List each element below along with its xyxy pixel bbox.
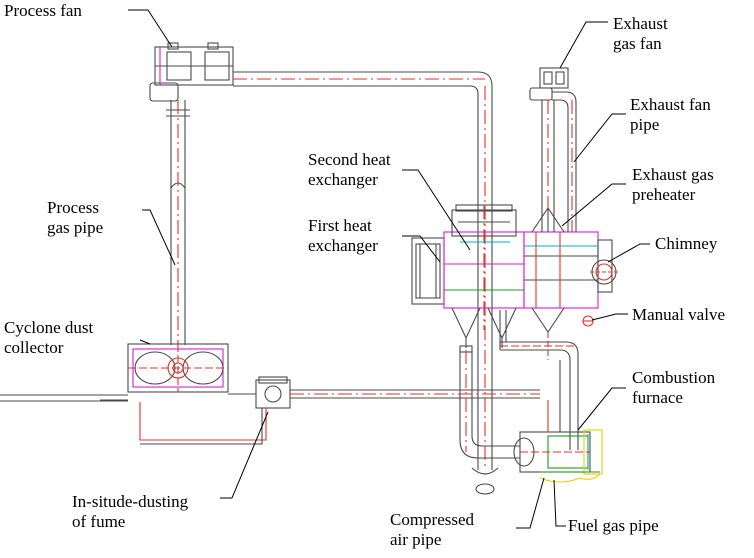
combustion-furnace (513, 360, 603, 483)
label-second-hx-line1: Second heat (308, 150, 391, 169)
label-cyclone-line1: Cyclone dust (4, 318, 94, 337)
label-preheater-line1: Exhaust gas (632, 165, 714, 184)
process-gas-pipe (166, 100, 190, 345)
leader-manual-valve (591, 313, 628, 321)
label-compressed-air-line2: air pipe (390, 530, 442, 549)
label-manual-valve: Manual valve (632, 305, 725, 325)
label-second-hx-line2: exchanger (308, 170, 378, 189)
exhaust-gas-fan (529, 67, 569, 101)
label-combustion-line2: furnace (632, 388, 683, 407)
leader-fuel-gas-pipe (553, 479, 566, 527)
leader-process-gas-pipe (142, 209, 176, 266)
process-fan-duct (233, 71, 499, 495)
leader-compressed-air (516, 477, 545, 529)
leader-cyclone (139, 339, 151, 345)
leader-chimney (607, 243, 650, 263)
label-first-heat-exchanger: First heat exchanger (308, 216, 378, 256)
label-exhaust-gas-preheater: Exhaust gas preheater (632, 165, 714, 205)
exhaust-fan-pipe (541, 91, 577, 232)
leader-first-hx (402, 235, 441, 263)
label-combustion-line1: Combustion (632, 368, 716, 387)
label-first-hx-line1: First heat (308, 216, 372, 235)
label-cyclone-line2: collector (4, 338, 64, 357)
label-compressed-air-pipe: Compressed air pipe (390, 510, 474, 550)
label-combustion-furnace: Combustion furnace (632, 368, 715, 408)
leader-second-hx (402, 169, 471, 251)
label-process-gas-pipe-line2: gas pipe (47, 218, 104, 237)
leader-preheater (561, 183, 626, 227)
label-in-situ-line1: In-situde-dusting (72, 492, 189, 511)
label-exhaust-gas-fan-line1: Exhaust (613, 14, 668, 33)
manual-valve (582, 315, 594, 327)
label-process-fan: Process fan (4, 1, 82, 21)
label-fuel-gas-pipe: Fuel gas pipe (568, 516, 659, 536)
cyclone-collector (0, 343, 229, 402)
label-in-situ-line2: of fume (72, 512, 126, 531)
connecting-ducts (459, 310, 579, 459)
label-chimney: Chimney (655, 234, 717, 254)
heat-exchanger-unit (411, 204, 525, 353)
process-fan-unit (149, 42, 234, 102)
label-fuel-gas-pipe-text: Fuel gas pipe (568, 516, 659, 535)
label-exhaust-fan-pipe-line1: Exhaust fan (630, 95, 711, 114)
label-process-fan-text: Process fan (4, 1, 82, 20)
label-first-hx-line2: exchanger (308, 236, 378, 255)
leader-exhaust-gas-fan (559, 21, 608, 69)
label-process-gas-pipe: Process gas pipe (47, 198, 103, 238)
label-exhaust-fan-pipe-line2: pipe (630, 115, 660, 134)
label-exhaust-fan-pipe: Exhaust fan pipe (630, 95, 711, 135)
label-preheater-line2: preheater (632, 185, 696, 204)
label-compressed-air-line1: Compressed (390, 510, 475, 529)
leader-process-fan (128, 9, 173, 48)
label-exhaust-gas-fan-line2: gas fan (613, 34, 662, 53)
leader-combustion (577, 387, 626, 431)
label-cyclone-dust-collector: Cyclone dust collector (4, 318, 93, 358)
label-chimney-text: Chimney (655, 234, 718, 253)
chimney (590, 259, 618, 285)
label-exhaust-gas-fan: Exhaust gas fan (613, 14, 668, 54)
label-second-heat-exchanger: Second heat exchanger (308, 150, 391, 190)
leader-exhaust-fan-pipe (573, 113, 626, 163)
label-process-gas-pipe-line1: Process (47, 198, 99, 217)
leader-in-situ (220, 411, 269, 499)
leader-lines (128, 9, 650, 529)
label-manual-valve-text: Manual valve (632, 305, 725, 324)
label-in-situ-dedusting: In-situde-dusting of fume (72, 492, 188, 532)
in-situ-dedusting-box (139, 376, 540, 445)
